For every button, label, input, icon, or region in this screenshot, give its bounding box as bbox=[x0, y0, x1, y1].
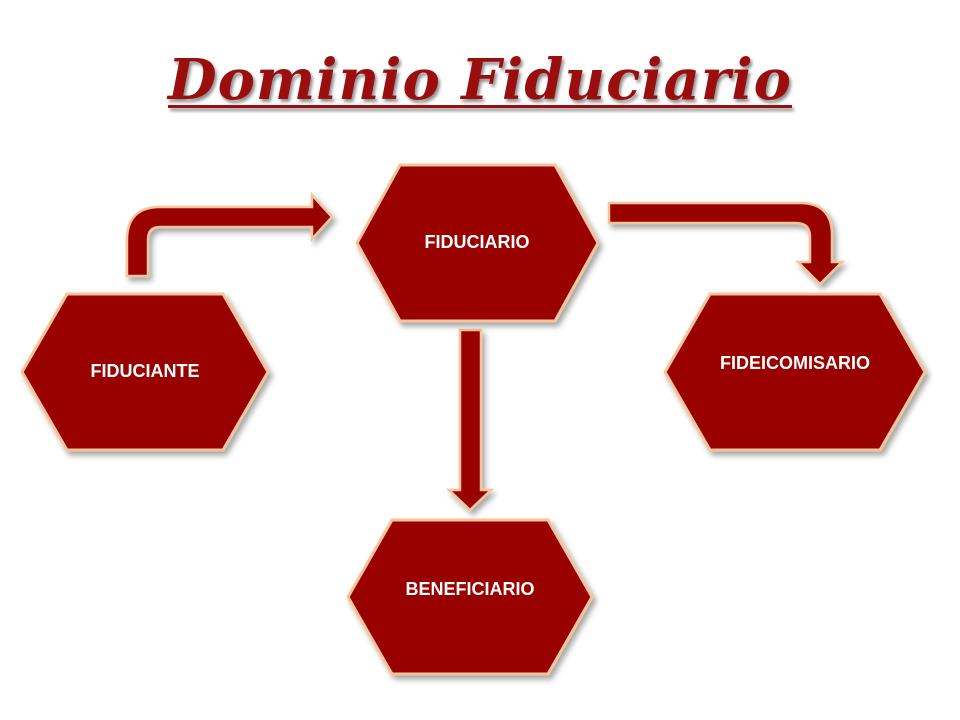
diagram-title: Dominio Fiduciario bbox=[168, 47, 792, 113]
arrow-fiduciante-to-fiduciario bbox=[125, 191, 334, 278]
arrow-fiduciario-to-fideicomisario bbox=[607, 201, 846, 286]
node-beneficiario: BENEFICIARIO bbox=[346, 518, 594, 676]
arrow-fiduciario-to-beneficiario bbox=[445, 328, 495, 512]
hexagon-shape bbox=[346, 518, 594, 676]
hexagon-shape bbox=[20, 292, 270, 452]
hexagon-shape bbox=[355, 163, 600, 323]
node-label-beneficiario: BENEFICIARIO bbox=[405, 579, 534, 599]
hexagon-shape bbox=[663, 292, 927, 452]
node-fiduciario: FIDUCIARIO bbox=[355, 163, 600, 323]
node-label-fideicomisario: FIDEICOMISARIO bbox=[720, 353, 870, 373]
node-label-fiduciario: FIDUCIARIO bbox=[425, 232, 530, 252]
node-label-fiduciante: FIDUCIANTE bbox=[91, 361, 200, 381]
node-fideicomisario: FIDEICOMISARIO bbox=[663, 292, 927, 452]
node-fiduciante: FIDUCIANTE bbox=[20, 292, 270, 452]
